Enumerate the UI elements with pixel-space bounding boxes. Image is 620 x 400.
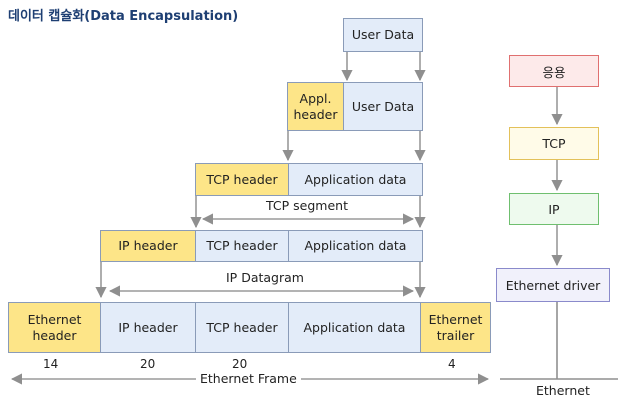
diagram-title: 데이터 캡슐화(Data Encapsulation) — [8, 9, 239, 24]
ethernet-header-size: 14 — [43, 357, 59, 371]
ip-header-box: IP header — [100, 230, 196, 262]
stack-ethernet-driver: Ethernet driver — [496, 268, 610, 302]
ethernet-trailer-size: 4 — [448, 357, 456, 371]
application-data-box: Application data — [288, 302, 421, 353]
tcp-segment-label: TCP segment — [262, 199, 352, 213]
stack-ip: IP — [509, 193, 599, 225]
tcp-header-size: 20 — [232, 357, 248, 371]
application-data-box: Application data — [288, 163, 423, 196]
ip-datagram-label: IP Datagram — [222, 271, 308, 285]
user-data-box: User Data — [343, 82, 423, 131]
ethernet-trailer-box: Ethernet trailer — [420, 302, 491, 353]
application-data-box: Application data — [288, 230, 423, 262]
tcp-header-box: TCP header — [195, 163, 289, 196]
ip-header-box: IP header — [100, 302, 196, 353]
appl-header-box: Appl. header — [287, 82, 344, 131]
stack-tcp: TCP — [509, 127, 599, 160]
user-data-box: User Data — [343, 18, 423, 52]
ethernet-frame-label: Ethernet Frame — [196, 372, 301, 386]
ethernet-header-box: Ethernet header — [8, 302, 101, 353]
stack-application: 응용 — [509, 55, 599, 87]
tcp-header-box: TCP header — [195, 230, 289, 262]
tcp-header-box: TCP header — [195, 302, 289, 353]
ip-header-size: 20 — [140, 357, 156, 371]
ethernet-medium-label: Ethernet — [536, 383, 590, 398]
